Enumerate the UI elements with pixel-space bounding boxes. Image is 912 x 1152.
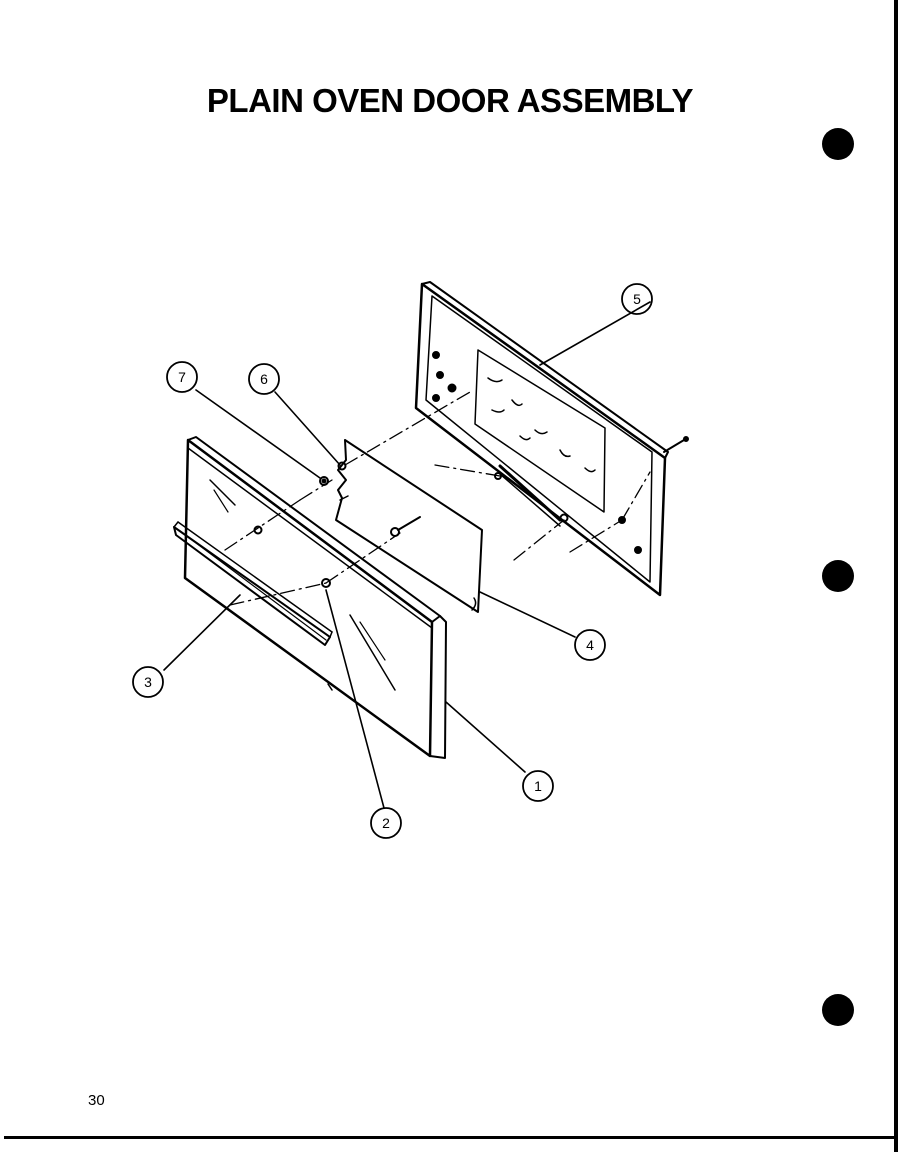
page-edge-right	[894, 0, 898, 1152]
callout-circle-4	[574, 629, 606, 661]
callout-label-4: 4	[586, 637, 594, 653]
door-insulation-part-4	[335, 439, 483, 613]
callout-circle-1	[522, 770, 554, 802]
alignment-lines	[224, 391, 651, 606]
callout-circle-3	[132, 666, 164, 698]
binder-hole-top	[822, 128, 854, 160]
binder-hole-middle	[822, 560, 854, 592]
door-liner-part-5	[414, 281, 669, 597]
callout-label-5: 5	[633, 291, 641, 307]
callout-label-1: 1	[534, 778, 542, 794]
leader-lines	[163, 301, 651, 809]
outer-door-panel-part-1	[183, 436, 447, 759]
callout-circle-2	[370, 807, 402, 839]
callout-label-6: 6	[260, 371, 268, 387]
page-number: 30	[88, 1092, 105, 1109]
page-edge-bottom	[4, 1136, 894, 1139]
callout-label-3: 3	[144, 674, 152, 690]
screw-liner	[663, 436, 689, 453]
callout-label-2: 2	[382, 815, 390, 831]
callout-label-7: 7	[178, 369, 186, 385]
screw-part-7	[390, 516, 421, 537]
callout-circle-7	[166, 361, 198, 393]
callout-circle-5	[621, 283, 653, 315]
binder-hole-bottom	[822, 994, 854, 1026]
callout-circle-6	[248, 363, 280, 395]
door-handle-part-3	[173, 521, 333, 646]
callout-circles	[132, 283, 653, 839]
page-title: PLAIN OVEN DOOR ASSEMBLY	[206, 82, 694, 119]
